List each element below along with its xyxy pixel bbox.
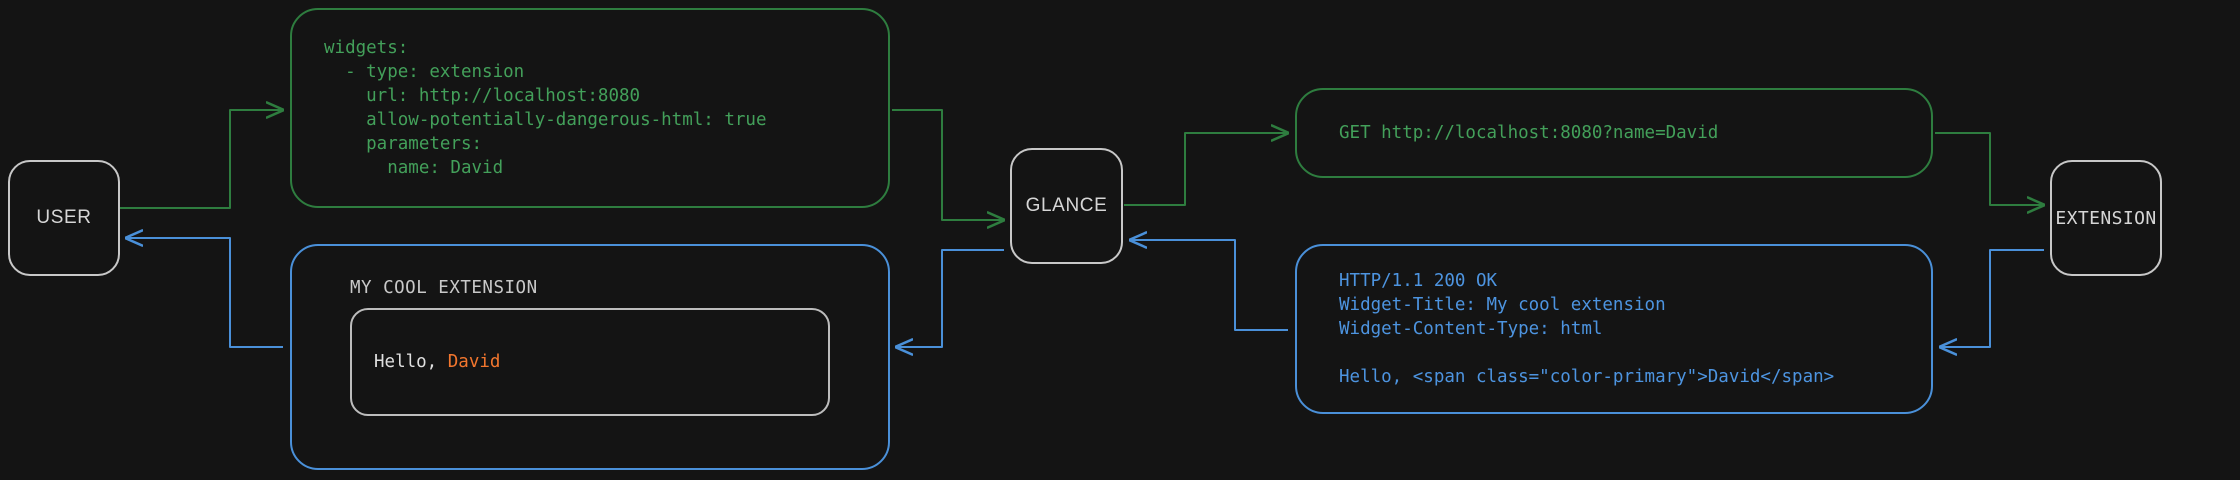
- node-extension-label: EXTENSION: [2055, 207, 2157, 229]
- http-request-box: GET http://localhost:8080?name=David: [1295, 88, 1933, 178]
- http-request-text: GET http://localhost:8080?name=David: [1339, 123, 1719, 143]
- node-glance-label: GLANCE: [1025, 195, 1108, 216]
- wire-response-to-glance: [1130, 240, 1288, 331]
- widget-card: Hello, David: [350, 308, 830, 416]
- widget-greeting-name: David: [447, 352, 501, 372]
- widget-greeting: Hello, David: [374, 352, 500, 372]
- node-extension[interactable]: EXTENSION: [2050, 160, 2162, 276]
- node-glance[interactable]: GLANCE: [1010, 148, 1123, 264]
- wire-user-to-config: [120, 110, 283, 209]
- wire-extension-to-response: [1940, 249, 2044, 347]
- config-yaml-box: widgets: - type: extension url: http://l…: [290, 8, 890, 208]
- node-user-label: USER: [36, 207, 92, 228]
- http-response-text: HTTP/1.1 200 OK Widget-Title: My cool ex…: [1339, 271, 1835, 387]
- widget-title: MY COOL EXTENSION: [350, 278, 538, 298]
- config-yaml-text: widgets: - type: extension url: http://l…: [324, 38, 767, 178]
- wire-config-to-glance: [892, 109, 1004, 220]
- wire-request-to-extension: [1935, 132, 2044, 205]
- rendered-widget-inner: MY COOL EXTENSION Hello, David: [350, 278, 830, 438]
- wire-glance-to-request: [1124, 133, 1288, 206]
- wire-glance-to-widget: [896, 249, 1004, 347]
- widget-greeting-prefix: Hello,: [374, 352, 448, 372]
- node-user[interactable]: USER: [8, 160, 120, 276]
- wire-widget-to-user: [126, 238, 283, 348]
- rendered-widget-box: MY COOL EXTENSION Hello, David: [290, 244, 890, 470]
- http-response-box: HTTP/1.1 200 OK Widget-Title: My cool ex…: [1295, 244, 1933, 414]
